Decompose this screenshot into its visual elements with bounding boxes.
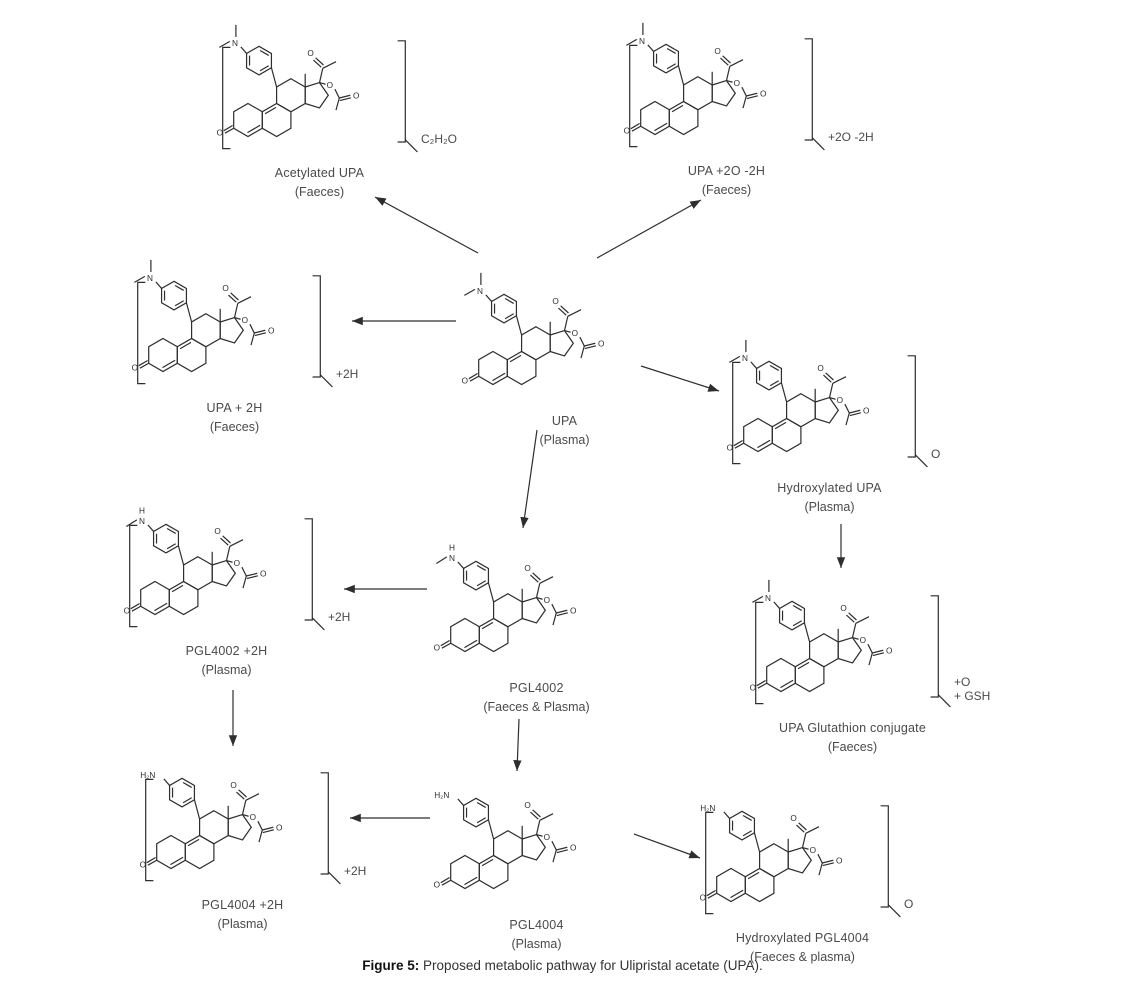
modification-label: O [931,447,941,461]
dimethylamino-group [463,272,484,297]
figure-caption-label: Figure 5: [362,958,420,973]
dimethylamino-group [728,339,749,364]
methylamino-group [125,505,146,528]
steroid-skeleton [131,280,276,374]
steroid-skeleton [139,777,284,871]
structure-drawing [123,505,326,631]
metabolite-name: PGL4004 [509,918,564,932]
structure-drawing [433,790,578,891]
modification-label: +2H [344,864,367,878]
structure-brackets [137,275,334,388]
steroid-skeleton [123,523,268,617]
modification-label: +2H [336,367,359,381]
metabolite-upa-2h: UPA + 2H (Faeces) +2H [130,245,380,434]
structure-brackets [629,38,826,151]
metabolite-upa-2o-2h: UPA +2O -2H (Faeces) +2O -2H [622,8,874,197]
structure-drawing [749,579,952,708]
steroid-skeleton [461,293,606,387]
metabolite-location: (Faeces) [701,183,752,197]
structure-drawing [216,24,419,153]
methylamino-group [435,542,456,565]
metabolite-upa-glutathion-conjugate: UPA Glutathion conjugate (Faeces) +O + G… [748,565,998,754]
structure-brackets [129,518,326,631]
structure-drawing [139,770,342,885]
metabolite-location: (Plasma) [511,937,562,951]
metabolite-name: Acetylated UPA [274,166,365,180]
structure-drawing [433,542,578,654]
metabolite-name: Hydroxylated UPA [777,481,882,495]
arrow-upa-to-upa-2o-2h [596,199,702,259]
structure-drawing [623,22,826,151]
modification-label: +2H [328,610,351,624]
metabolite-pgl4002-2h: PGL4002 +2H (Plasma) +2H [122,488,372,677]
steroid-skeleton [623,43,768,137]
arrow-upa-to-acetylated-upa [374,196,479,254]
structure-drawing [726,339,929,468]
steroid-skeleton [699,810,844,904]
amino-group [140,770,156,780]
steroid-skeleton [433,560,578,654]
steroid-skeleton [726,360,871,454]
modification-label: C₂H₂O [421,132,457,146]
metabolite-name: PGL4002 [509,681,564,695]
steroid-skeleton [749,600,894,694]
steroid-skeleton [433,797,578,891]
modification-label: +2O -2H [828,130,874,144]
amino-group [434,790,450,800]
metabolite-name: UPA + 2H [206,401,263,415]
metabolite-pgl4002: PGL4002 (Faeces & Plasma) [432,525,682,714]
dimethylamino-group [218,24,239,49]
metabolite-acetylated-upa: Acetylated UPA (Faeces) C₂H₂O [215,10,465,199]
metabolite-name: UPA Glutathion conjugate [778,721,927,735]
structure-brackets [732,355,929,468]
amino-group [700,803,716,813]
metabolite-location: (Plasma) [539,433,590,447]
metabolite-name: PGL4004 +2H [201,898,284,912]
metabolite-location: (Plasma) [217,917,268,931]
structure-drawing [131,259,334,388]
modification-label: O [904,897,914,911]
metabolite-hydroxylated-upa: Hydroxylated UPA (Plasma) O [725,325,975,514]
metabolite-location: (Faeces & Plasma) [483,700,590,714]
metabolite-location: (Faeces) [294,185,345,199]
dimethylamino-group [133,259,154,284]
dimethylamino-group [625,22,646,47]
structure-brackets [145,772,342,885]
modification-label: +O [954,675,971,689]
metabolite-location: (Plasma) [804,500,855,514]
structure-brackets [705,805,902,918]
metabolite-location: (Faeces) [209,420,260,434]
metabolite-location: (Plasma) [201,663,252,677]
structure-drawing [699,803,902,918]
metabolite-name: UPA [551,414,578,428]
metabolite-name: UPA +2O -2H [687,164,766,178]
metabolite-name: Hydroxylated PGL4004 [735,931,870,945]
structure-brackets [755,595,952,708]
metabolite-hydroxylated-pgl4004: Hydroxylated PGL4004 (Faeces & plasma) O [698,775,948,964]
metabolite-upa-parent: UPA (Plasma) [460,258,710,447]
structure-drawing [461,272,606,387]
metabolite-name: PGL4002 +2H [185,644,268,658]
figure-caption: Figure 5: Proposed metabolic pathway for… [0,958,1125,973]
dimethylamino-group [751,579,772,604]
metabolite-location: (Faeces) [827,740,878,754]
metabolite-pgl4004-2h: PGL4004 +2H (Plasma) +2H [138,742,388,931]
steroid-skeleton [216,45,361,139]
figure-caption-text: Proposed metabolic pathway for Uliprista… [419,958,763,973]
modification-label-2: + GSH [954,689,991,703]
metabolite-location: (Faeces & plasma) [750,950,855,964]
structure-brackets [222,40,419,153]
metabolite-pgl4004: PGL4004 (Plasma) [432,762,682,951]
